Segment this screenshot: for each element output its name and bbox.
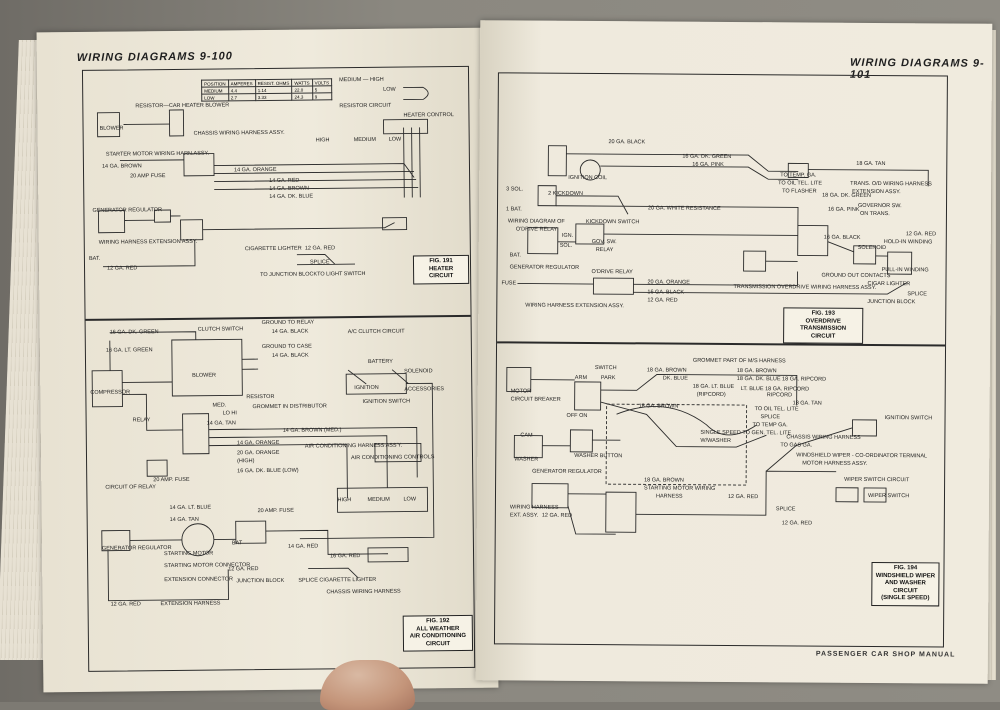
lighter-shape [382, 217, 408, 231]
right-page: WIRING DIAGRAMS 9-101 20 GA. BLACK 16 GA… [475, 20, 993, 684]
right-page-footer: PASSENGER CAR SHOP MANUAL [815, 650, 956, 659]
relay-shape [182, 413, 210, 455]
governor-shape [797, 224, 829, 257]
winding-shape [887, 251, 913, 275]
switch-shape [574, 381, 602, 411]
kickdown-switch-shape [575, 223, 605, 245]
fuse-od-shape [592, 277, 634, 295]
generator-regulator-shape [97, 210, 126, 234]
connector-shape [787, 162, 809, 178]
harness-outline [605, 403, 748, 486]
od-relay-shape [527, 227, 559, 255]
heater-control-shape [383, 118, 429, 135]
wiper-switch-shape [835, 487, 859, 503]
ignition-switch-shape [851, 419, 877, 437]
resistor-shape [168, 109, 185, 137]
left-page-header: WIRING DIAGRAMS 9-100 [76, 50, 233, 64]
relay-terminal-shape [537, 185, 557, 207]
right-wiring-drawing [506, 145, 929, 535]
washer-shape [513, 435, 543, 459]
right-diagram-panel: 20 GA. BLACK 16 GA. DK. GREEN 16 GA. PIN… [493, 72, 948, 648]
blower-case-shape [171, 338, 243, 397]
circuit-breaker-shape [146, 459, 168, 477]
generator-reg-d-shape [531, 483, 569, 509]
junction-block-shape [235, 520, 267, 544]
ignition-coil-shape [579, 159, 601, 181]
wiper-motor-shape [506, 366, 532, 393]
generator-reg-b-shape [101, 529, 131, 552]
compressor-shape [91, 370, 123, 408]
terminal-block-shape [605, 491, 637, 533]
distributor-shape [547, 145, 567, 177]
solenoid-shape [853, 245, 877, 265]
fuse-block-shape [183, 153, 215, 177]
left-wiring-drawing [91, 86, 435, 602]
starting-motor-shape [181, 523, 215, 557]
blower-motor-shape [96, 112, 121, 138]
washer-button-shape [569, 429, 593, 453]
ac-control-shape [374, 442, 422, 463]
